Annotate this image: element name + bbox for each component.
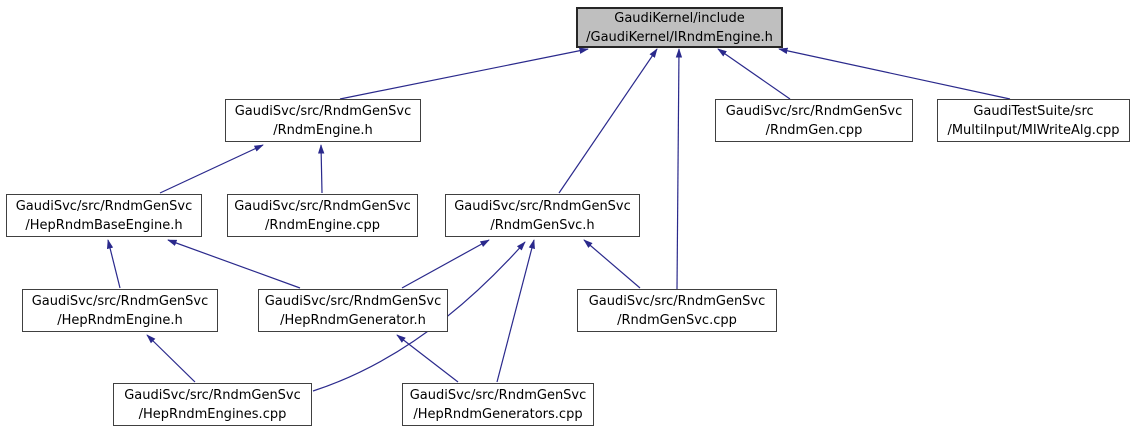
node-label: /RndmGenSvc.h: [490, 217, 595, 233]
node-label: GaudiSvc/src/RndmGenSvc: [264, 293, 442, 309]
edge-heprndmgenerators_cpp-to-rndmgensvc_h: [496, 239, 535, 383]
node-label: GaudiTestSuite/src: [973, 103, 1094, 119]
node-label: /MultiInput/MIWriteAlg.cpp: [947, 122, 1120, 138]
node-label: /HepRndmGenerators.cpp: [413, 406, 583, 422]
node-label: /RndmGen.cpp: [765, 122, 863, 138]
node-heprndmgenerator-h[interactable]: GaudiSvc/src/RndmGenSvc /HepRndmGenerato…: [258, 289, 448, 332]
node-label: GaudiSvc/src/RndmGenSvc: [725, 103, 903, 119]
node-label: /RndmEngine.h: [273, 122, 373, 138]
node-label: /HepRndmEngine.h: [57, 312, 183, 328]
node-rndmengine-h[interactable]: GaudiSvc/src/RndmGenSvc /RndmEngine.h: [225, 99, 421, 142]
node-label: GaudiKernel/include: [614, 10, 745, 26]
edge-heprndmgenerator_h-to-rndmgensvc_h: [401, 239, 490, 289]
node-heprndmgenerators-cpp[interactable]: GaudiSvc/src/RndmGenSvc /HepRndmGenerato…: [402, 383, 594, 426]
node-label: /RndmEngine.cpp: [265, 217, 380, 233]
node-heprndmengines-cpp[interactable]: GaudiSvc/src/RndmGenSvc /HepRndmEngines.…: [113, 383, 312, 426]
node-label: GaudiSvc/src/RndmGenSvc: [409, 387, 587, 403]
node-label: /HepRndmBaseEngine.h: [25, 217, 183, 233]
edge-miwritealg_cpp-to-irndmengine_h: [778, 47, 1011, 100]
edge-heprndmengines_cpp-to-heprndmengine_h: [146, 334, 196, 383]
node-label: GaudiSvc/src/RndmGenSvc: [31, 293, 209, 309]
node-label: /GaudiKernel/IRndmEngine.h: [586, 29, 773, 45]
edge-heprndmengines_cpp-to-rndmgensvc_h: [312, 241, 526, 392]
node-miwritealg-cpp[interactable]: GaudiTestSuite/src /MultiInput/MIWriteAl…: [937, 99, 1130, 142]
edge-heprndmbaseengine_h-to-rndmengine_h: [159, 144, 264, 194]
edge-rndmgensvc_cpp-to-rndmgensvc_h: [583, 239, 641, 289]
node-heprndmengine-h[interactable]: GaudiSvc/src/RndmGenSvc /HepRndmEngine.h: [22, 289, 218, 332]
node-label: GaudiSvc/src/RndmGenSvc: [454, 198, 631, 214]
node-rndmgensvc-h[interactable]: GaudiSvc/src/RndmGenSvc /RndmGenSvc.h: [445, 194, 640, 237]
edge-heprndmengine_h-to-heprndmbaseengine_h: [106, 239, 121, 289]
edge-rndmengine_cpp-to-rndmengine_h: [317, 144, 325, 194]
node-label: GaudiSvc/src/RndmGenSvc: [15, 198, 193, 214]
node-label: GaudiSvc/src/RndmGenSvc: [588, 293, 766, 309]
node-label: /HepRndmGenerator.h: [280, 312, 426, 328]
node-label: GaudiSvc/src/RndmGenSvc: [234, 103, 412, 119]
edge-heprndmgenerators_cpp-to-heprndmgenerator_h: [396, 334, 459, 383]
node-label: /HepRndmEngines.cpp: [138, 406, 287, 422]
node-label: /RndmGenSvc.cpp: [617, 312, 737, 328]
node-label: GaudiSvc/src/RndmGenSvc: [124, 387, 301, 403]
edge-rndmgensvc_h-to-irndmengine_h: [558, 48, 658, 194]
edge-rndmgensvc_cpp-to-irndmengine_h: [675, 48, 683, 290]
node-rndmengine-cpp[interactable]: GaudiSvc/src/RndmGenSvc /RndmEngine.cpp: [227, 194, 418, 237]
edge-rndmengine_h-to-irndmengine_h: [339, 47, 589, 100]
edge-rndmgen_cpp-to-irndmengine_h: [717, 48, 791, 100]
node-rndmgen-cpp[interactable]: GaudiSvc/src/RndmGenSvc /RndmGen.cpp: [715, 99, 913, 142]
edge-heprndmgenerator_h-to-heprndmbaseengine_h: [167, 239, 301, 289]
node-label: GaudiSvc/src/RndmGenSvc: [234, 198, 411, 214]
node-irndmengine-h: GaudiKernel/include /GaudiKernel/IRndmEn…: [576, 7, 783, 48]
node-rndmgensvc-cpp[interactable]: GaudiSvc/src/RndmGenSvc /RndmGenSvc.cpp: [577, 289, 777, 332]
node-heprndmbaseengine-h[interactable]: GaudiSvc/src/RndmGenSvc /HepRndmBaseEngi…: [6, 194, 202, 237]
